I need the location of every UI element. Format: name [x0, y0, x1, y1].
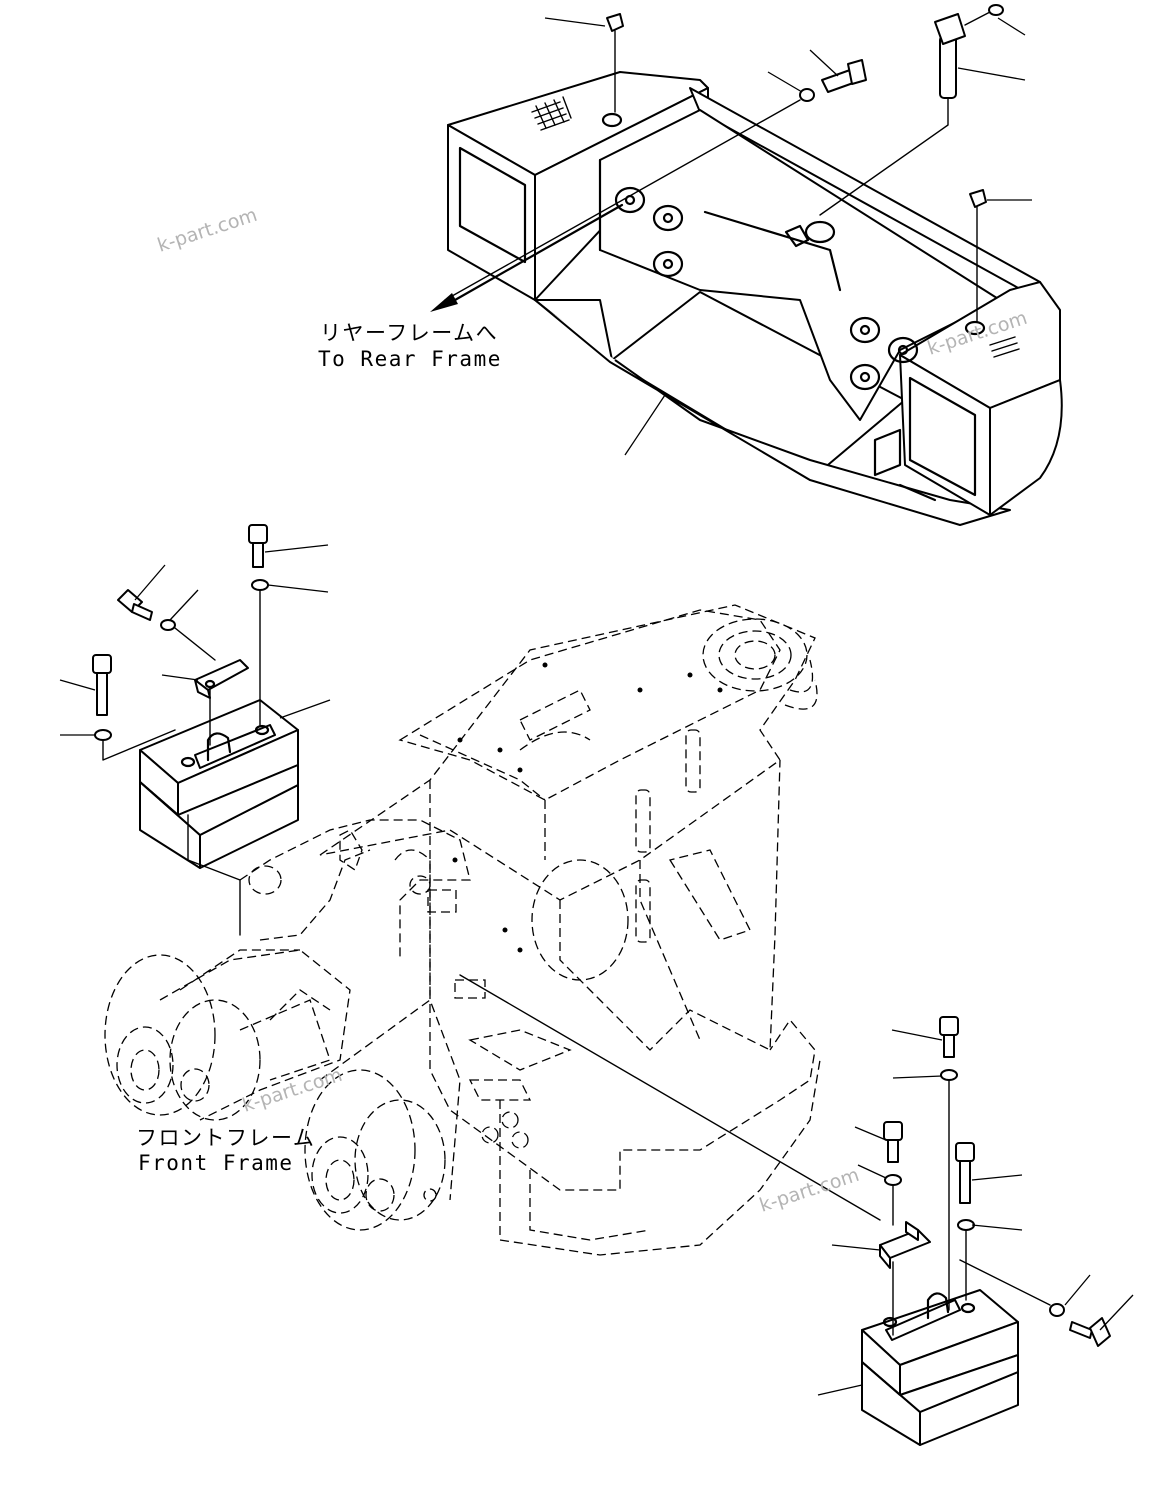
right-front-leaders [817, 1029, 1134, 1396]
rear-leader-lines [430, 17, 1032, 456]
bolt-icon [248, 524, 268, 568]
left-front-weight [139, 699, 299, 936]
rear-counterweight [447, 71, 1063, 526]
front-frame-label-en: Front Frame [138, 1151, 294, 1175]
grille-icon [531, 96, 572, 131]
left-front-leaders [59, 544, 331, 736]
plug-icon [969, 189, 987, 208]
watermark: k-part.com [240, 1064, 345, 1117]
washer-icon [884, 1174, 902, 1186]
watermark: k-part.com [757, 1164, 862, 1217]
left-front-hardware [92, 524, 269, 761]
bolt-icon [883, 1121, 903, 1163]
bolt-icon [92, 654, 112, 716]
bolt-icon [821, 59, 867, 93]
washer-icon [94, 729, 112, 741]
rear-frame-label-en: To Rear Frame [318, 347, 502, 371]
plug-icon [606, 13, 624, 32]
washer-icon [160, 619, 176, 631]
front-frame-label-jp: フロントフレーム [136, 1126, 315, 1150]
washer-icon [251, 579, 269, 591]
bolt-icon [1069, 1317, 1111, 1347]
bolt-icon [939, 1016, 959, 1058]
washer-icon [1049, 1303, 1065, 1317]
pin-icon [939, 35, 957, 99]
washer-icon [957, 1219, 975, 1231]
washer-icon [940, 1069, 958, 1081]
front-frame [104, 604, 821, 1256]
bolt-icon [117, 589, 153, 621]
rear-frame-label-jp: リヤーフレームへ [320, 321, 498, 345]
right-front-hardware [459, 974, 1111, 1347]
watermark: k-part.com [155, 204, 260, 257]
rear-hardware [444, 4, 1004, 323]
right-front-weight [861, 1289, 1019, 1446]
bolt-icon [955, 1142, 975, 1204]
washer-icon [799, 88, 815, 102]
